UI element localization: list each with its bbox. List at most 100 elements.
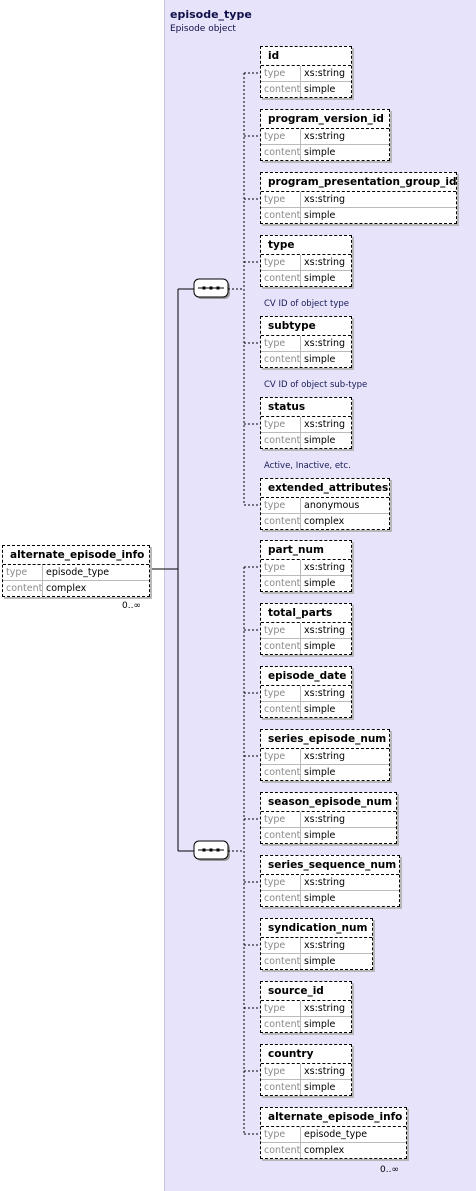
element-type-value: xs:string bbox=[304, 814, 346, 825]
element-type-value: xs:string bbox=[304, 562, 346, 573]
element-name: type bbox=[261, 236, 351, 255]
element-type-value: xs:string bbox=[304, 68, 346, 79]
element-content-key: content bbox=[261, 765, 301, 780]
element-type-key: type bbox=[261, 336, 301, 351]
element-type-value: xs:string bbox=[304, 688, 346, 699]
element-content-key: content bbox=[261, 1143, 301, 1158]
element-content-value: simple bbox=[304, 704, 336, 715]
root-content-value: complex bbox=[46, 583, 87, 594]
element-content-key: content bbox=[261, 352, 301, 367]
root-content-row: content complex bbox=[3, 581, 149, 596]
element-content-value: simple bbox=[304, 1082, 336, 1093]
element-content-key: content bbox=[261, 433, 301, 448]
element-type-key: type bbox=[261, 875, 301, 890]
element-type-key: type bbox=[261, 1064, 301, 1079]
element-type-key: type bbox=[261, 1001, 301, 1016]
element-name: series_episode_num bbox=[261, 730, 389, 749]
element-name: subtype bbox=[261, 317, 351, 336]
element-content-key: content bbox=[261, 576, 301, 591]
element-content-value: simple bbox=[304, 435, 336, 446]
root-element-name: alternate_episode_info bbox=[3, 546, 149, 565]
element-type-value: xs:string bbox=[304, 194, 346, 205]
element-type-key: type bbox=[261, 560, 301, 575]
element-content-value: simple bbox=[304, 273, 336, 284]
element-content-value: complex bbox=[304, 1145, 345, 1156]
panel-title: episode_type bbox=[170, 8, 252, 21]
element-type-key: type bbox=[261, 749, 301, 764]
element-type-value: xs:string bbox=[304, 131, 346, 142]
element-content-value: simple bbox=[304, 767, 336, 778]
root-content-key: content bbox=[3, 581, 43, 596]
element-type-value: xs:string bbox=[304, 338, 346, 349]
element-type-key: type bbox=[261, 938, 301, 953]
sequence-compositor-icon-2[interactable] bbox=[193, 840, 230, 861]
element-name: country bbox=[261, 1045, 351, 1064]
element-content-value: simple bbox=[304, 147, 336, 158]
element-content-value: simple bbox=[304, 210, 336, 221]
element-name: program_version_id bbox=[261, 110, 389, 129]
element-content-value: simple bbox=[304, 956, 336, 967]
element-type-key: type bbox=[261, 1127, 301, 1142]
element-name: alternate_episode_info bbox=[261, 1108, 406, 1127]
element-name: extended_attributes bbox=[261, 479, 389, 498]
element-type-key: type bbox=[261, 686, 301, 701]
element-content-key: content bbox=[261, 954, 301, 969]
element-type-key: type bbox=[261, 812, 301, 827]
element-content-value: simple bbox=[304, 354, 336, 365]
element-type-key: type bbox=[261, 498, 301, 513]
element-documentation: CV ID of object sub-type bbox=[264, 380, 368, 390]
element-type-value: xs:string bbox=[304, 877, 346, 888]
element-content-key: content bbox=[261, 271, 301, 286]
element-content-key: content bbox=[261, 639, 301, 654]
sequence-compositor-icon-1[interactable] bbox=[193, 278, 230, 299]
root-element-box[interactable]: alternate_episode_info type episode_type… bbox=[2, 545, 150, 597]
element-type-value: xs:string bbox=[304, 257, 346, 268]
element-content-key: content bbox=[261, 702, 301, 717]
element-type-key: type bbox=[261, 255, 301, 270]
element-content-value: simple bbox=[304, 641, 336, 652]
element-name: status bbox=[261, 398, 351, 417]
element-content-value: simple bbox=[304, 893, 336, 904]
element-name: part_num bbox=[261, 541, 351, 560]
element-type-value: xs:string bbox=[304, 1003, 346, 1014]
